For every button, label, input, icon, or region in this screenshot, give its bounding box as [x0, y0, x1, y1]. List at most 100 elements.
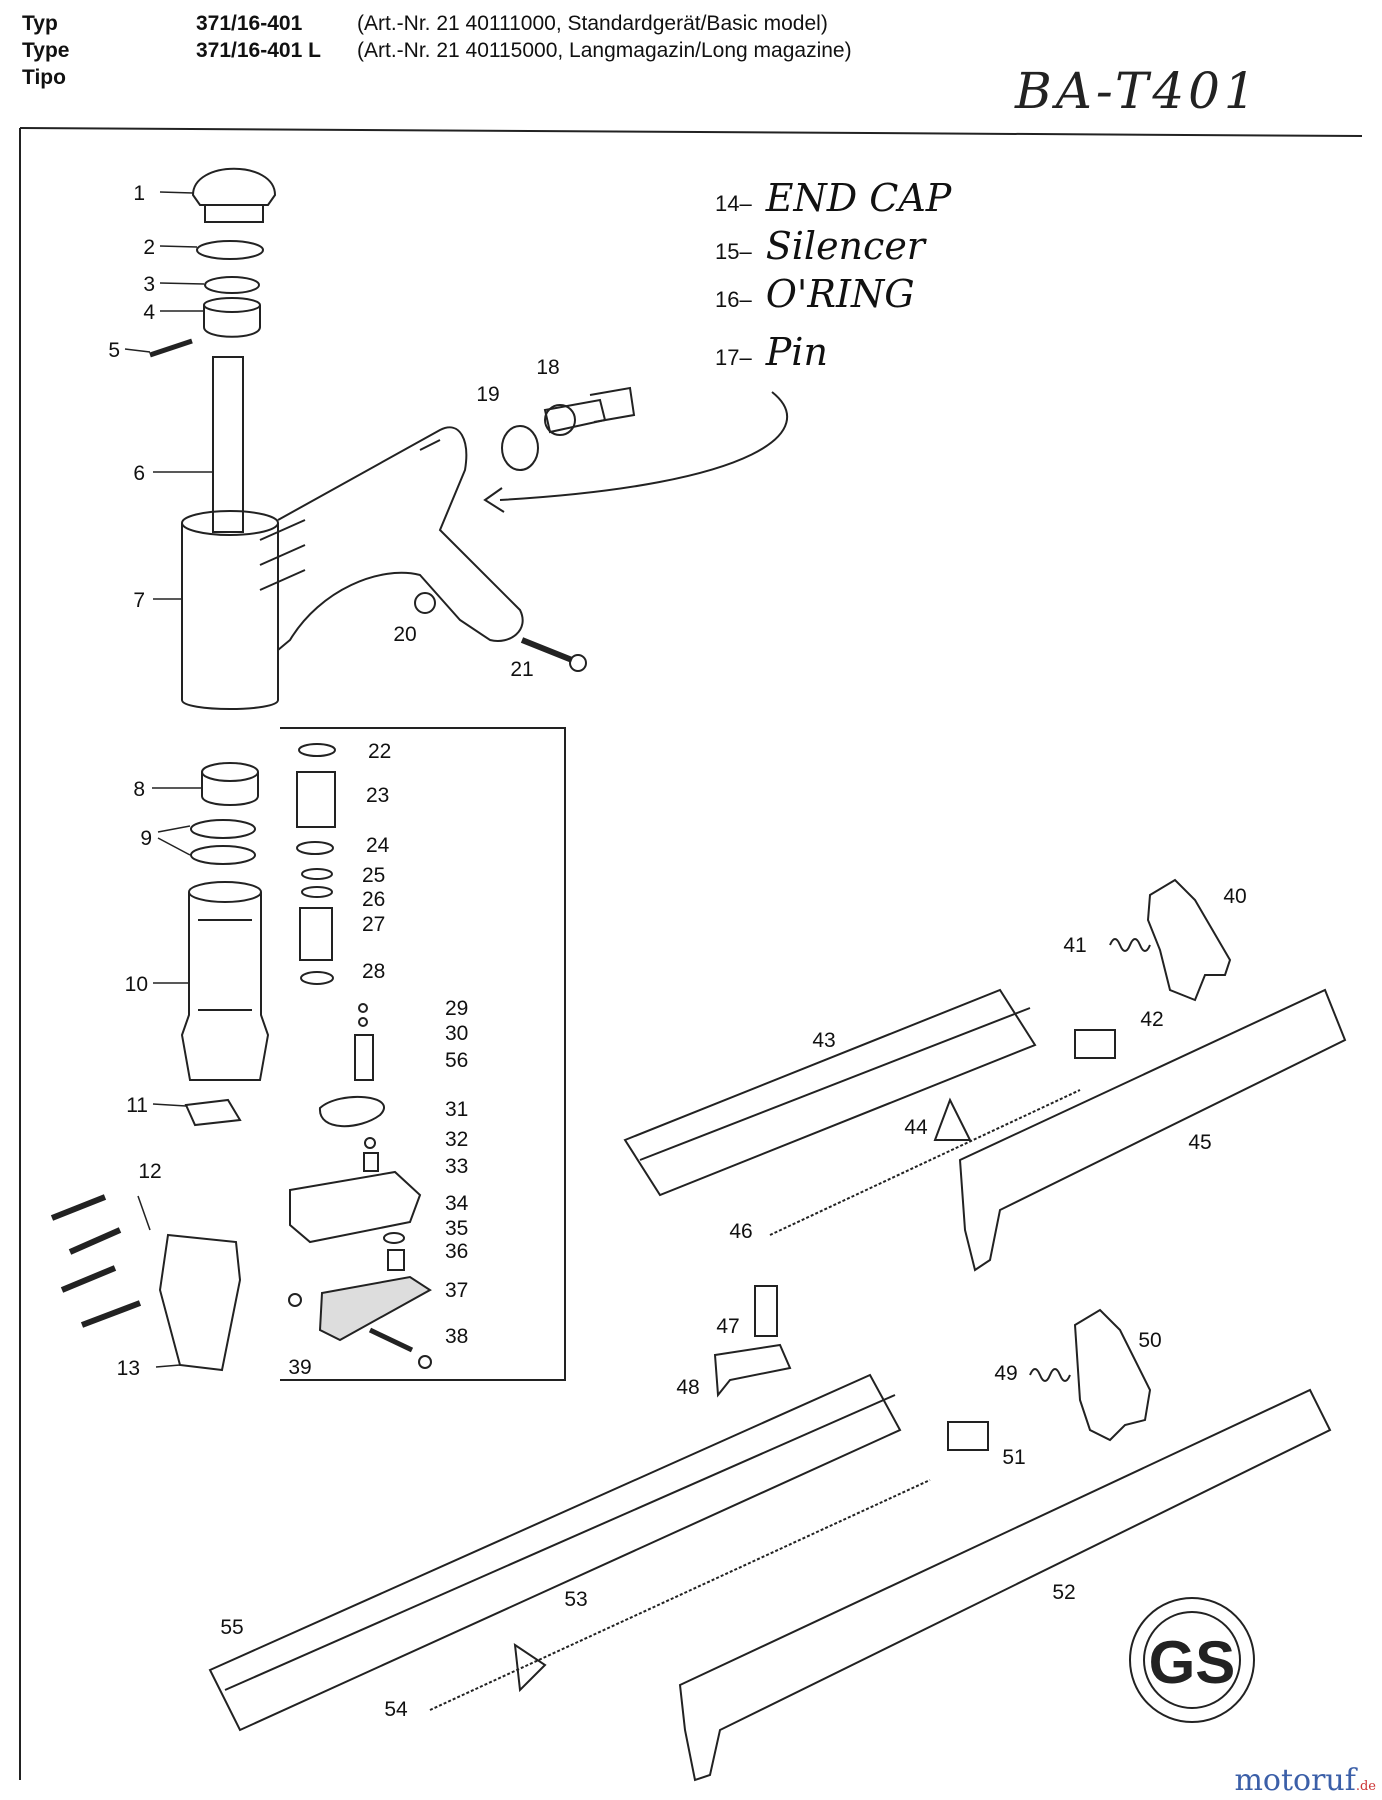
- valve-sleeve-part: [296, 771, 336, 828]
- pin-part: [149, 338, 193, 358]
- type-labels: Typ Type Tipo: [22, 10, 69, 91]
- spring-cap-part: [363, 1152, 379, 1172]
- o-ring-part: [190, 845, 256, 865]
- arrowhead-icon: [483, 487, 505, 513]
- part-label: 10: [125, 973, 148, 996]
- part-label: 26: [362, 888, 385, 911]
- long-magazine-rail-part: [208, 1373, 902, 1732]
- part-label: 55: [220, 1616, 243, 1639]
- part-label: 33: [445, 1155, 468, 1178]
- part-label: 27: [362, 913, 385, 936]
- magazine-body-part: [958, 988, 1347, 1272]
- o-ring-part: [301, 886, 333, 898]
- part-label: 22: [368, 740, 391, 763]
- washer-part: [383, 1232, 405, 1244]
- end-cap-part: [191, 167, 277, 223]
- o-ring-part: [301, 868, 333, 880]
- legend-number: 17: [715, 345, 740, 370]
- legend-row: 16–O'RING: [715, 272, 915, 316]
- part-labels: 1 2 3 4 5 6 7 8 9 10 11 12 13 18 19 20 2…: [108, 182, 1246, 1721]
- part-label: 48: [676, 1376, 699, 1399]
- trigger-part: [318, 1275, 432, 1342]
- driver-blade-part: [212, 356, 244, 533]
- part-label: 51: [1002, 1446, 1025, 1469]
- part-label: 30: [445, 1022, 468, 1045]
- part-label: 21: [510, 658, 533, 681]
- model-description: (Art.-Nr. 21 40115000, Langmagazin/Long …: [357, 39, 852, 62]
- type-label: Type: [22, 39, 70, 62]
- part-label: 50: [1138, 1329, 1161, 1352]
- legend-row: 15–Silencer: [715, 224, 925, 268]
- part-label: 28: [362, 960, 385, 983]
- latch-part: [1073, 1308, 1152, 1442]
- part-label: 39: [288, 1356, 311, 1379]
- o-ring-part: [196, 240, 264, 260]
- screw-part: [387, 1249, 405, 1271]
- o-ring-part: [300, 971, 334, 985]
- screws-part: [50, 1194, 142, 1328]
- part-label: 18: [536, 356, 559, 379]
- part-label: 19: [476, 383, 499, 406]
- feed-spring-part: [429, 1479, 931, 1711]
- long-magazine-body-part: [678, 1388, 1332, 1782]
- spring-part: [1029, 1368, 1071, 1382]
- part-label: 31: [445, 1098, 468, 1121]
- legend-number: 14: [715, 191, 740, 216]
- type-label: Typ: [22, 12, 58, 35]
- handwritten-arrow: [499, 391, 789, 501]
- model-descriptions: (Art.-Nr. 21 40111000, Standardgerät/Bas…: [357, 10, 852, 64]
- ball-part: [358, 1017, 368, 1027]
- part-label: 24: [366, 834, 390, 857]
- gs-seal-text: GS: [1149, 1629, 1236, 1696]
- ball-part: [364, 1137, 376, 1149]
- clip-part: [418, 1355, 432, 1369]
- cylinder-part: [180, 881, 270, 1081]
- part-label: 42: [1140, 1008, 1163, 1031]
- part-label: 46: [729, 1220, 752, 1243]
- o-ring-part: [296, 841, 334, 855]
- part-label: 5: [108, 339, 120, 362]
- pin-part: [368, 1327, 414, 1353]
- part-label: 54: [384, 1698, 408, 1721]
- spring-part: [1109, 938, 1151, 952]
- part-label: 36: [445, 1240, 468, 1263]
- o-ring-part: [190, 819, 256, 839]
- part-label: 32: [445, 1128, 468, 1151]
- latch-part: [1146, 878, 1232, 1002]
- legend-row: 17–Pin: [715, 330, 828, 374]
- watermark: motoruf.de: [1234, 1763, 1376, 1798]
- legend-label: END CAP: [765, 176, 952, 220]
- document-code: BA-T401: [1015, 62, 1260, 120]
- frame-top-line: [19, 127, 1363, 137]
- part-label: 34: [445, 1192, 469, 1215]
- legend-label: O'RING: [765, 272, 915, 316]
- part-label: 29: [445, 997, 468, 1020]
- part-label: 44: [904, 1116, 928, 1139]
- part-label: 37: [445, 1279, 468, 1302]
- magazine-rail-part: [623, 988, 1037, 1197]
- legend-label: Pin: [765, 330, 828, 374]
- watermark-brand: motoruf: [1234, 1763, 1356, 1798]
- model-number: 371/16-401: [196, 12, 303, 35]
- ball-part: [358, 1003, 368, 1013]
- legend-number: 16: [715, 287, 740, 312]
- part-label: 45: [1188, 1131, 1211, 1154]
- model-number: 371/16-401 L: [196, 39, 321, 62]
- part-label: 2: [143, 236, 155, 259]
- part-label: 53: [564, 1588, 587, 1611]
- part-label: 8: [133, 778, 145, 801]
- part-label: 1: [133, 182, 145, 205]
- part-label: 20: [393, 623, 416, 646]
- screw-part: [754, 1285, 778, 1337]
- gasket-part: [318, 1095, 385, 1128]
- feed-spring-part: [769, 1089, 1081, 1236]
- seal-ring-part: [501, 425, 539, 471]
- nut-part: [414, 592, 436, 614]
- part-label: 49: [994, 1362, 1017, 1385]
- part-label: 43: [812, 1029, 835, 1052]
- valve-body-part: [299, 907, 333, 961]
- part-label: 13: [117, 1357, 140, 1380]
- part-label: 40: [1223, 885, 1246, 908]
- clip-part: [288, 1293, 302, 1307]
